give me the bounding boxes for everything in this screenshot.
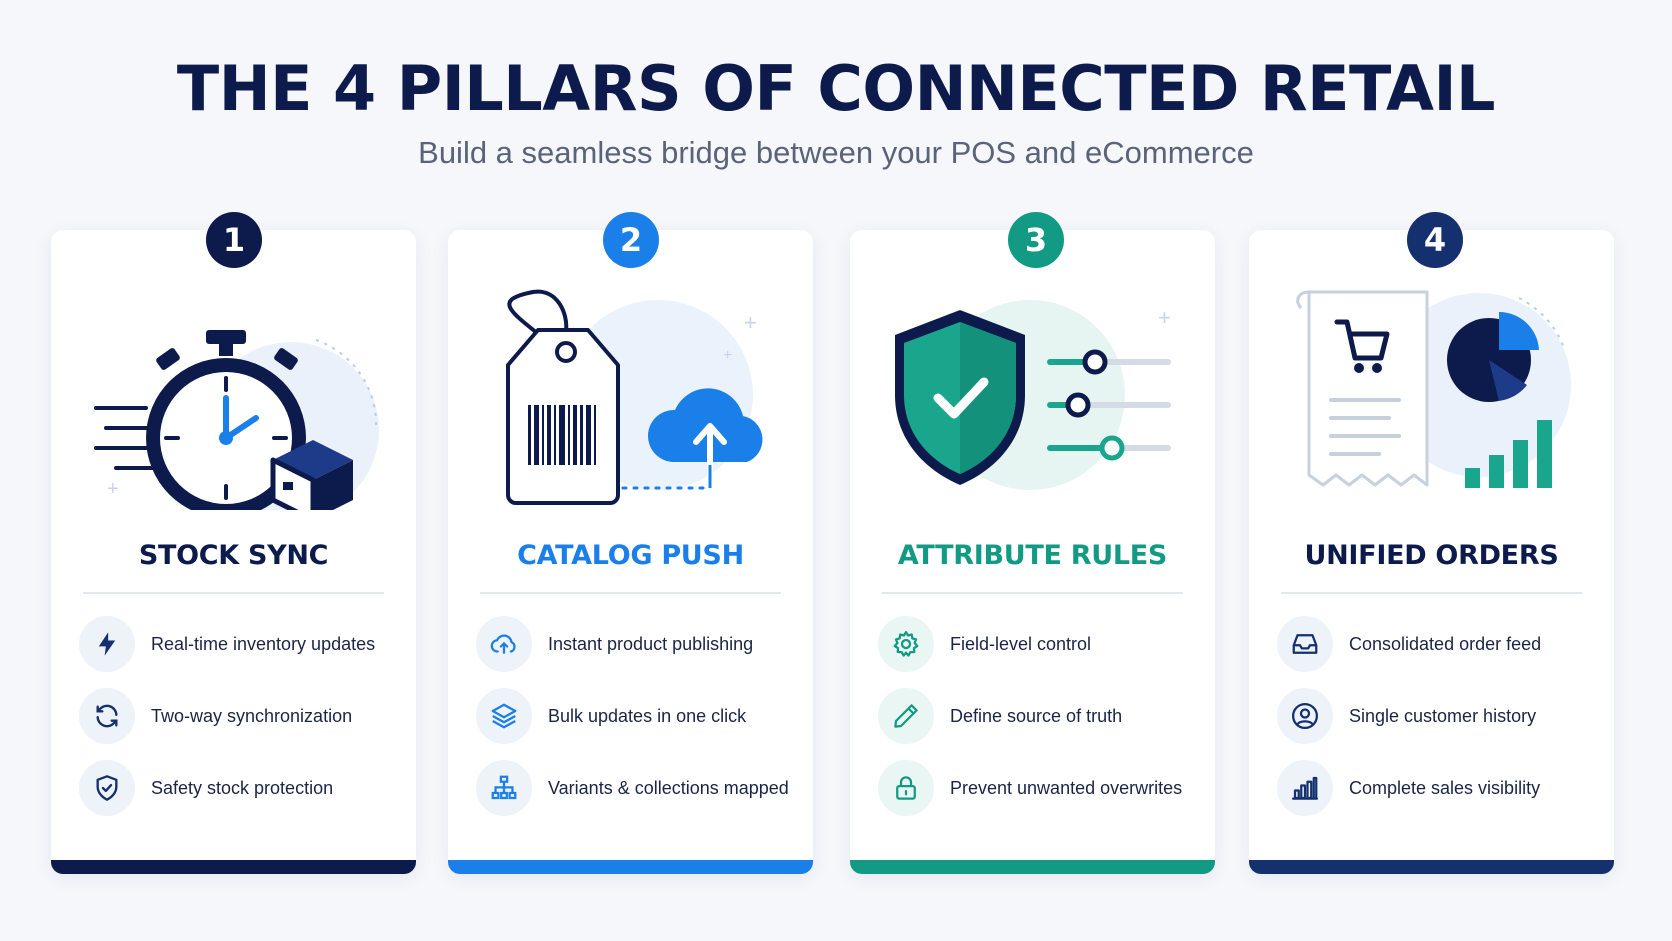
feature-item: Field-level control xyxy=(878,616,1205,672)
pillar-number-badge: 1 xyxy=(206,212,262,268)
feature-item: Prevent unwanted overwrites xyxy=(878,760,1205,816)
feature-item: Real-time inventory updates xyxy=(79,616,406,672)
feature-item: Safety stock protection xyxy=(79,760,406,816)
feature-label: Variants & collections mapped xyxy=(548,777,789,798)
pillar-card-catalog-push: + + CATALOG PUSH Instant product publish… xyxy=(448,230,813,874)
user-circle-icon xyxy=(1277,688,1333,744)
feature-item: Instant product publishing xyxy=(476,616,803,672)
pillar-title: ATTRIBUTE RULES xyxy=(897,540,1168,571)
feature-label: Bulk updates in one click xyxy=(548,705,747,726)
tag-cloud-upload-icon: + + xyxy=(506,289,763,505)
pillar-title: STOCK SYNC xyxy=(138,540,329,571)
page-title: THE 4 PILLARS OF CONNECTED RETAIL xyxy=(176,52,1496,125)
accent-bar xyxy=(448,860,813,874)
feature-label: Safety stock protection xyxy=(151,777,334,798)
pencil-icon xyxy=(878,688,934,744)
feature-item: Consolidated order feed xyxy=(1277,616,1604,672)
divider xyxy=(480,592,781,594)
accent-bar xyxy=(1249,860,1614,874)
feature-label: Prevent unwanted overwrites xyxy=(950,777,1183,798)
page-subtitle: Build a seamless bridge between your POS… xyxy=(418,135,1254,170)
feature-item: Single customer history xyxy=(1277,688,1604,744)
shield-sliders-icon: + xyxy=(895,300,1171,490)
pillar-title: UNIFIED ORDERS xyxy=(1304,540,1559,571)
svg-text:+: + xyxy=(744,310,757,335)
pillar-title: CATALOG PUSH xyxy=(517,540,744,571)
feature-label: Real-time inventory updates xyxy=(151,633,376,654)
svg-text:+: + xyxy=(723,347,732,364)
pillar-card-attribute-rules: + ATTRIBUTE RULES Field-level control De… xyxy=(850,230,1215,874)
feature-item: Bulk updates in one click xyxy=(476,688,803,744)
feature-item: Variants & collections mapped xyxy=(476,760,803,816)
feature-label: Single customer history xyxy=(1349,705,1537,726)
lightning-icon xyxy=(79,616,135,672)
feature-label: Field-level control xyxy=(950,633,1092,654)
inbox-icon xyxy=(1277,616,1333,672)
feature-item: Define source of truth xyxy=(878,688,1205,744)
pillar-number-badge: 2 xyxy=(603,212,659,268)
bar-chart-icon xyxy=(1277,760,1333,816)
gear-icon xyxy=(878,616,934,672)
accent-bar xyxy=(51,860,416,874)
divider xyxy=(83,592,384,594)
svg-text:+: + xyxy=(107,478,119,500)
svg-text:+: + xyxy=(1158,305,1171,330)
accent-bar xyxy=(850,860,1215,874)
pillar-card-unified-orders: UNIFIED ORDERS Consolidated order feed S… xyxy=(1249,230,1614,874)
sync-icon xyxy=(79,688,135,744)
divider xyxy=(882,592,1183,594)
shield-check-icon xyxy=(79,760,135,816)
layers-icon xyxy=(476,688,532,744)
feature-item: Two-way synchronization xyxy=(79,688,406,744)
pillar-number-badge: 3 xyxy=(1008,212,1064,268)
divider xyxy=(1281,592,1582,594)
feature-label: Two-way synchronization xyxy=(151,705,353,726)
feature-label: Complete sales visibility xyxy=(1349,777,1541,798)
hierarchy-icon xyxy=(476,760,532,816)
feature-label: Consolidated order feed xyxy=(1349,633,1542,654)
lock-icon xyxy=(878,760,934,816)
pillar-card-stock-sync: + STOCK SYNC Real-time inventory updates… xyxy=(51,230,416,874)
feature-label: Define source of truth xyxy=(950,705,1123,726)
stopwatch-box-icon: + xyxy=(94,330,379,510)
feature-label: Instant product publishing xyxy=(548,633,754,654)
pillar-number-badge: 4 xyxy=(1407,212,1463,268)
cloud-upload-icon xyxy=(476,616,532,672)
receipt-chart-icon xyxy=(1296,290,1571,488)
feature-item: Complete sales visibility xyxy=(1277,760,1604,816)
